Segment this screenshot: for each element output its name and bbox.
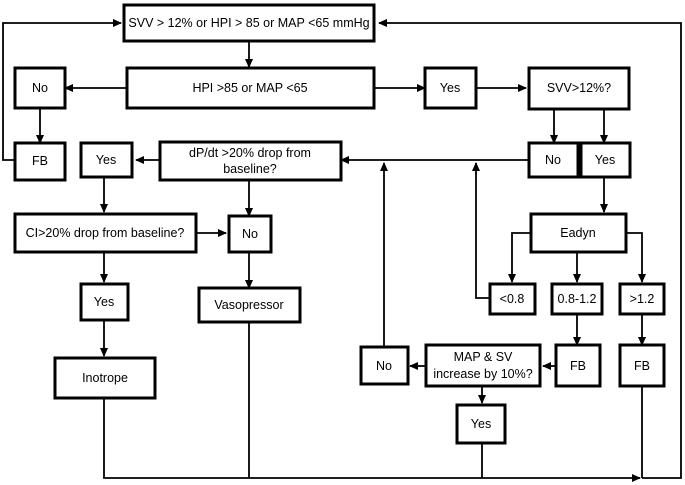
edge-return-to-root — [378, 19, 682, 479]
label-dpdt-no: No — [242, 227, 258, 241]
box-svv-yes — [579, 141, 632, 179]
label-fb-right: FB — [634, 359, 650, 373]
label-ci-question: CI>20% drop from baseline? — [26, 226, 185, 240]
connectors — [2, 19, 682, 482]
edge-low-loop-to-dpdt — [472, 162, 490, 299]
box-ci-yes — [79, 282, 130, 322]
label-svv-no: No — [545, 153, 561, 167]
label-map-line2: increase by 10%? — [433, 367, 532, 381]
label-vasopressor: Vasopressor — [214, 298, 283, 312]
box-ead-mid — [550, 282, 604, 316]
box-svv-question — [527, 66, 631, 111]
label-fb-left: FB — [32, 154, 48, 168]
box-dpdt-yes — [79, 141, 134, 179]
box-no-left — [13, 66, 67, 110]
label-ead-high: >1.2 — [630, 292, 655, 306]
label-map-yes: Yes — [471, 417, 491, 431]
label-dpdt-yes: Yes — [96, 153, 116, 167]
box-vasopressor — [197, 286, 302, 324]
label-hpi-question: HPI >85 or MAP <65 — [192, 81, 307, 95]
box-eadyn — [529, 212, 628, 254]
label-fb-mid: FB — [570, 359, 586, 373]
box-hpi-question — [125, 66, 376, 110]
label-eadyn: Eadyn — [560, 226, 595, 240]
box-ci-question — [13, 212, 198, 254]
box-root — [122, 3, 376, 43]
edge-eadyn-to-low — [508, 232, 531, 283]
label-inotrope: Inotrope — [82, 371, 128, 385]
box-dpdt-no — [227, 214, 273, 254]
label-map-no: No — [376, 359, 392, 373]
box-dpdt-question — [158, 140, 343, 182]
box-map-no — [359, 345, 410, 386]
box-fb-mid — [554, 343, 602, 388]
label-root: SVV > 12% or HPI > 85 or MAP <65 mmHg — [128, 16, 369, 30]
box-inotrope — [53, 356, 157, 400]
label-dpdt-line1: dP/dt >20% drop from — [189, 146, 311, 160]
label-svv-yes: Yes — [595, 153, 615, 167]
box-svv-no — [527, 141, 580, 179]
label-dpdt-line2: baseline? — [223, 162, 277, 176]
edge-fb-loop-to-root — [2, 19, 122, 161]
box-fb-left — [13, 141, 67, 182]
edge-eadyn-to-high — [626, 232, 646, 283]
box-map-question — [424, 343, 542, 388]
box-ead-low — [488, 282, 537, 316]
label-ci-yes: Yes — [94, 295, 114, 309]
label-map-line1: MAP & SV — [454, 350, 513, 364]
box-fb-right — [618, 343, 666, 388]
box-yes-top — [423, 66, 478, 110]
label-no-left: No — [32, 81, 48, 95]
label-yes-top: Yes — [440, 81, 460, 95]
edge-inotrope-down — [103, 398, 249, 479]
label-ead-low: <0.8 — [500, 292, 525, 306]
box-ead-high — [618, 282, 666, 316]
label-svv-question: SVV>12%? — [547, 81, 611, 95]
box-map-yes — [455, 403, 507, 445]
labels: SVV > 12% or HPI > 85 or MAP <65 mmHg HP… — [26, 16, 655, 431]
label-ead-mid: 0.8-1.2 — [558, 292, 597, 306]
boxes — [13, 3, 666, 445]
